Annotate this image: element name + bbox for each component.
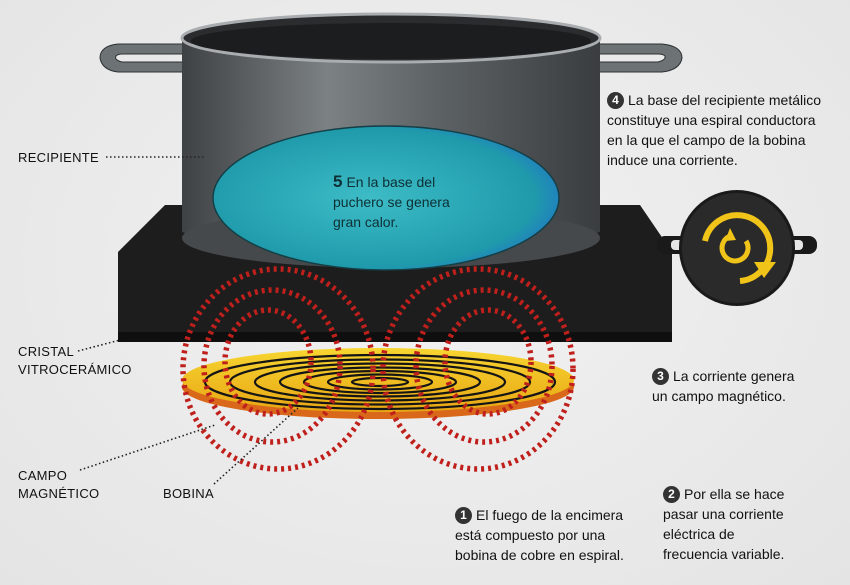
step-1-line-1: El fuego de la encimera bbox=[476, 507, 624, 523]
pot-handle-right bbox=[597, 43, 683, 73]
step-2-number: 2 bbox=[663, 486, 680, 503]
step-1-line-3: bobina de cobre en espiral. bbox=[455, 547, 624, 563]
step-4-line-2: constituye una espiral conductora bbox=[607, 112, 816, 128]
step-2-line-2: pasar una corriente bbox=[663, 506, 784, 522]
pot-handle-left bbox=[99, 43, 186, 73]
step-3-number: 3 bbox=[652, 368, 669, 385]
step-1-number: 1 bbox=[455, 507, 472, 524]
leader-lines bbox=[77, 156, 299, 485]
step-5-line-1: En la base del bbox=[346, 174, 436, 190]
step-3-line-2: un campo magnético. bbox=[652, 388, 786, 404]
cooktop-edge bbox=[118, 332, 672, 342]
label-bobina: BOBINA bbox=[163, 486, 214, 501]
step-1-line-2: está compuesto por una bbox=[455, 527, 606, 543]
circular-arrow-icon bbox=[657, 190, 817, 306]
label-cristal-line2: VITROCERÁMICO bbox=[18, 362, 132, 377]
step-5-line-3: gran calor. bbox=[333, 214, 399, 230]
pot-rim-inner bbox=[191, 23, 591, 59]
step-2-line-3: eléctrica de bbox=[663, 526, 735, 542]
magnetic-field-left bbox=[180, 266, 376, 472]
step-4-line-3: en la que el campo de la bobina bbox=[607, 132, 806, 148]
coil-windings bbox=[203, 353, 557, 411]
step-5-number: 5 bbox=[333, 172, 343, 191]
step-4-number: 4 bbox=[607, 92, 624, 109]
step-5-line-2: puchero se genera bbox=[333, 194, 450, 210]
step-4-line-1: La base del recipiente metálico bbox=[628, 92, 822, 108]
label-recipiente: RECIPIENTE bbox=[18, 150, 100, 165]
label-campo-line2: MAGNÉTICO bbox=[18, 486, 100, 501]
step-2-line-1: Por ella se hace bbox=[684, 486, 785, 502]
step-3-line-1: La corriente genera bbox=[673, 368, 795, 384]
label-campo-line1: CAMPO bbox=[18, 468, 68, 483]
step-2-line-4: frecuencia variable. bbox=[663, 546, 785, 562]
magnetic-field-right bbox=[380, 266, 576, 472]
step-4-line-4: induce una corriente. bbox=[607, 152, 738, 168]
heat-spot bbox=[212, 125, 560, 271]
label-cristal-line1: CRISTAL bbox=[18, 344, 75, 359]
